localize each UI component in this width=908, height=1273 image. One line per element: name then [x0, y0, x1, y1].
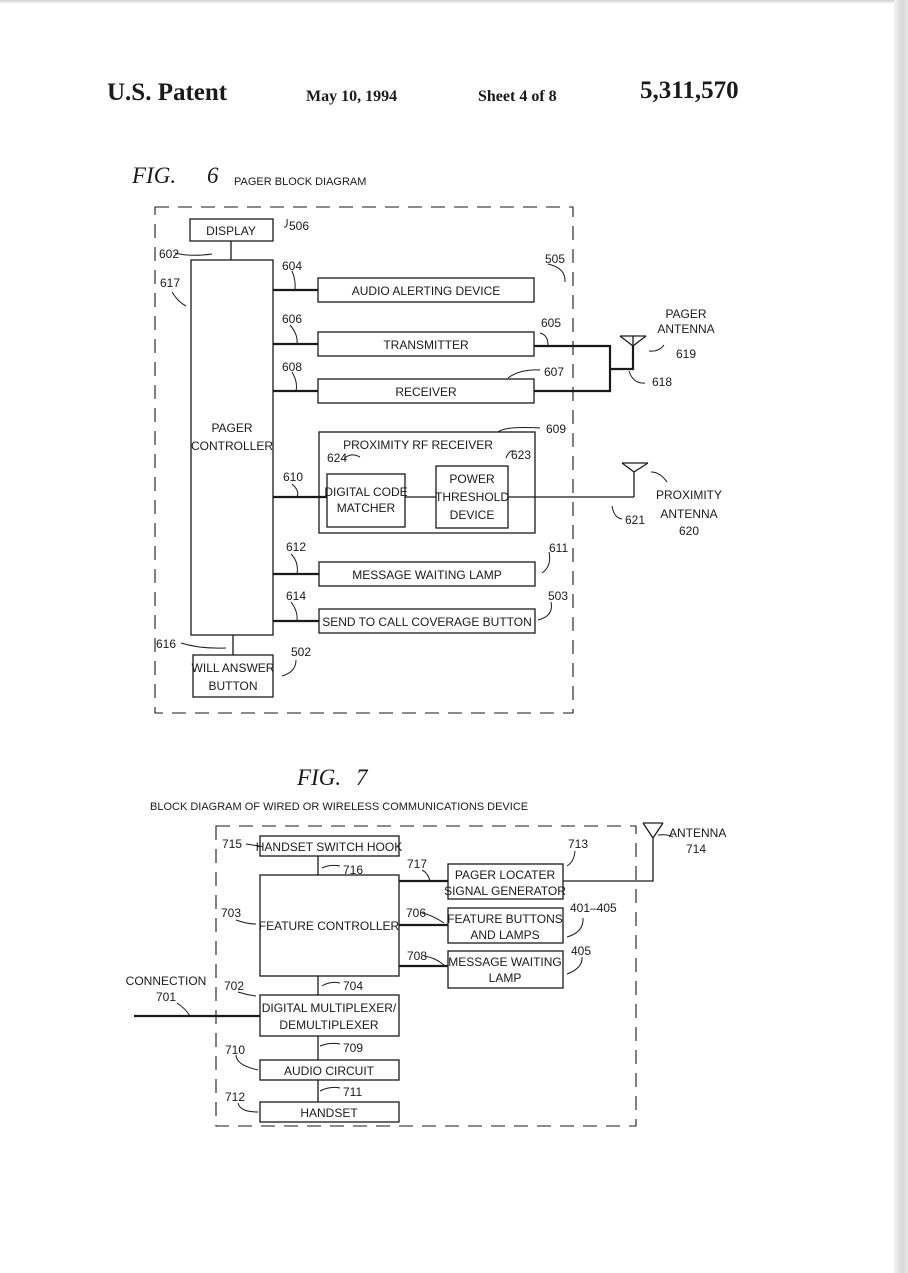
fig6-transmitter-label: TRANSMITTER: [383, 338, 469, 352]
fig6-receiver-label: RECEIVER: [395, 385, 457, 399]
ref-610: 610: [283, 470, 303, 484]
fig6-display-label: DISPLAY: [206, 224, 256, 238]
ref-607: 607: [544, 365, 564, 379]
fig6-code-matcher-label-2: MATCHER: [337, 501, 396, 515]
fig7-handset-label: HANDSET: [300, 1106, 358, 1120]
ref-605: 605: [541, 316, 561, 330]
fig6-proximity-receiver-label: PROXIMITY RF RECEIVER: [343, 438, 493, 452]
fig7-locater-label-2: SIGNAL GENERATOR: [444, 884, 566, 898]
ref-715: 715: [222, 837, 242, 851]
ref-503: 503: [548, 589, 568, 603]
ref-620: 620: [679, 524, 699, 538]
pager-antenna-label-1: PAGER: [665, 307, 706, 321]
fig6-label: FIG.: [131, 163, 176, 188]
ref-612: 612: [286, 540, 306, 554]
fig6-answer-label-2: BUTTON: [208, 679, 257, 693]
fig6-number: 6: [207, 163, 219, 188]
fig7-label: FIG.: [296, 765, 341, 790]
fig6-audio-label: AUDIO ALERTING DEVICE: [352, 284, 500, 298]
fig7-audio-label: AUDIO CIRCUIT: [284, 1064, 375, 1078]
fig7-feature-controller-label: FEATURE CONTROLLER: [259, 919, 400, 933]
fig7-number: 7: [356, 765, 369, 790]
fig7-connection-label: CONNECTION: [126, 974, 207, 988]
ref-716: 716: [343, 863, 363, 877]
proximity-antenna-label-2: ANTENNA: [660, 507, 717, 521]
fig6-threshold-label-1: POWER: [449, 472, 495, 486]
proximity-antenna-label-1: PROXIMITY: [656, 488, 722, 502]
fig7-lamp-label-2: LAMP: [489, 971, 522, 985]
fig7-mux-label-2: DEMULTIPLEXER: [279, 1018, 378, 1032]
ref-712: 712: [225, 1090, 245, 1104]
ref-701: 701: [156, 990, 176, 1004]
ref-713: 713: [568, 837, 588, 851]
ref-624: 624: [327, 451, 347, 465]
fig6-controller-label-1: PAGER: [211, 421, 252, 435]
ref-703: 703: [221, 906, 241, 920]
ref-621: 621: [625, 513, 645, 527]
fig7-buttons-label-2: AND LAMPS: [470, 928, 539, 942]
fig6-threshold-label-2: THRESHOLD: [435, 490, 509, 504]
ref-604: 604: [282, 259, 302, 273]
fig7-antenna-label: ANTENNA: [669, 826, 726, 840]
ref-502: 502: [291, 645, 311, 659]
fig7-caption: BLOCK DIAGRAM OF WIRED OR WIRELESS COMMU…: [150, 801, 528, 813]
ref-617: 617: [160, 276, 180, 290]
ref-606: 606: [282, 312, 302, 326]
ref-611: 611: [549, 541, 568, 555]
ref-619: 619: [676, 347, 696, 361]
ref-602: 602: [159, 247, 179, 261]
ref-401-405: 401–405: [570, 901, 617, 915]
ref-623: 623: [511, 448, 531, 462]
ref-616: 616: [156, 637, 176, 651]
fig6-caption: PAGER BLOCK DIAGRAM: [234, 176, 366, 188]
ref-706: 706: [406, 906, 426, 920]
ref-506: 506: [289, 219, 309, 233]
ref-704: 704: [343, 979, 363, 993]
fig6-threshold-label-3: DEVICE: [450, 508, 495, 522]
fig7-lamp-label-1: MESSAGE WAITING: [448, 955, 562, 969]
fig7-mux-label-1: DIGITAL MULTIPLEXER/: [262, 1001, 397, 1015]
ref-608: 608: [282, 360, 302, 374]
fig6-answer-label-1: WILL ANSWER: [192, 661, 275, 675]
ref-614: 614: [286, 589, 306, 603]
ref-702: 702: [224, 979, 244, 993]
ref-717: 717: [407, 857, 427, 871]
ref-609: 609: [546, 422, 566, 436]
ref-405: 405: [571, 944, 591, 958]
ref-505: 505: [545, 252, 565, 266]
pager-antenna-label-2: ANTENNA: [657, 322, 714, 336]
ref-618: 618: [652, 375, 672, 389]
ref-708: 708: [407, 949, 427, 963]
ref-709: 709: [343, 1041, 363, 1055]
ref-714: 714: [686, 842, 706, 856]
fig6-diagram: FIG. 6 PAGER BLOCK DIAGRAM DISPLAY PAGER…: [131, 163, 722, 713]
fig7-diagram: FIG. 7 BLOCK DIAGRAM OF WIRED OR WIRELES…: [126, 765, 727, 1126]
fig6-code-matcher-label-1: DIGITAL CODE: [324, 485, 407, 499]
fig6-lamp-label: MESSAGE WAITING LAMP: [352, 568, 502, 582]
fig7-switch-hook-label: HANDSET SWITCH HOOK: [256, 840, 402, 854]
ref-710: 710: [225, 1043, 245, 1057]
ref-711: 711: [343, 1085, 362, 1099]
fig6-coverage-label: SEND TO CALL COVERAGE BUTTON: [322, 615, 532, 629]
fig6-controller-label-2: CONTROLLER: [191, 439, 273, 453]
fig7-buttons-label-1: FEATURE BUTTONS: [447, 912, 563, 926]
fig7-locater-label-1: PAGER LOCATER: [455, 868, 556, 882]
